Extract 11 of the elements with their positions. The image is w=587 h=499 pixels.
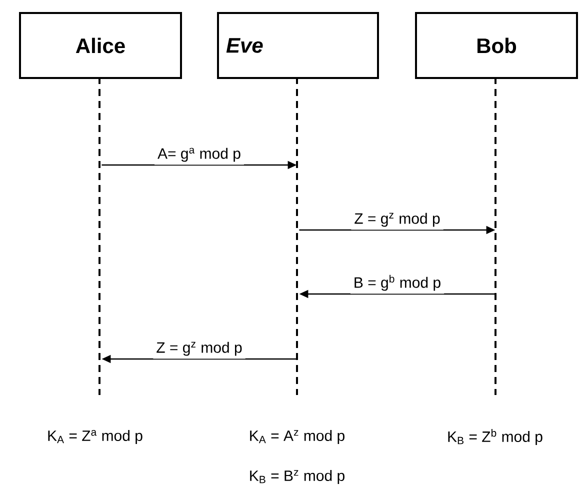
key-formula: K$_{A}$ = A$^{z}$ mod p (250, 430, 344, 444)
participant-box: Alice (19, 12, 182, 79)
key-formula: K$_{B}$ = Z$^{b}$ mod p (448, 429, 542, 445)
edge-label: Z = g$^{z}$ mod p (351, 210, 444, 230)
participant-box: Bob (415, 12, 578, 79)
edge-label: B = g$^{b}$ mod p (350, 272, 444, 294)
edge-label: Z = g$^{z}$ mod p (153, 338, 246, 359)
key-formula: K$_{B}$ = B$^{z}$ mod p (250, 470, 344, 484)
participant-box: Eve (217, 12, 379, 79)
edge-label: A= g$^{a}$ mod p (154, 144, 244, 165)
key-formula: K$_{A}$ = Z$^{a}$ mod p (48, 430, 142, 444)
